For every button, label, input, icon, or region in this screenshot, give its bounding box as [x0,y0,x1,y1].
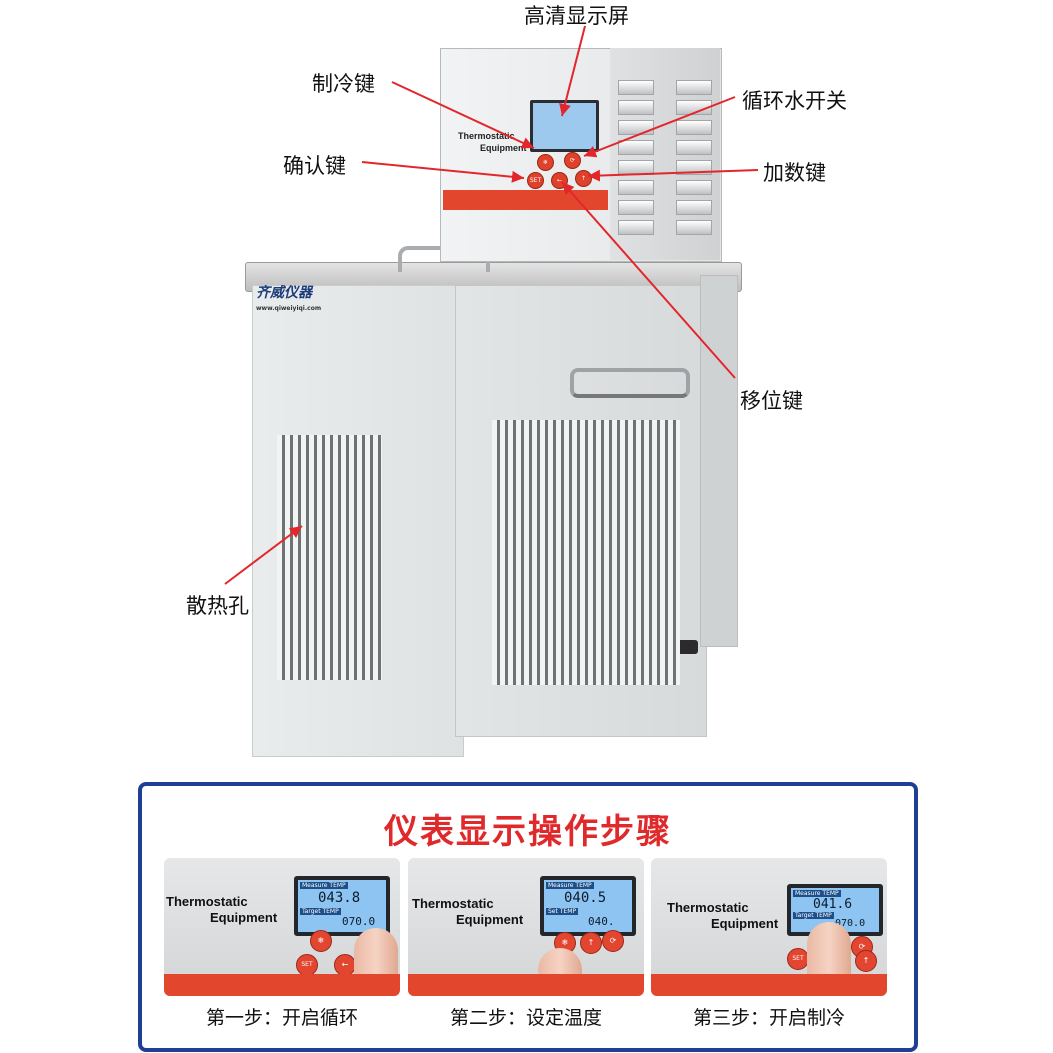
step-1-target: 070.0 [342,915,376,928]
brand-line1: Thermostatic [458,131,515,141]
step-2-brand: Thermostatic Equipment [412,896,524,927]
side-vent-grill [277,435,382,680]
callout-shift-key: 移位键 [740,389,803,413]
set-key[interactable]: SET [527,172,544,189]
step-1-photo: Thermostatic Equipment Measure TEMP 043.… [164,858,400,996]
step-1-lcd: Measure TEMP 043.8 Target TEMP 070.0 [294,876,390,936]
logo-text: 齐威仪器 [256,285,312,301]
step-2-strip [408,974,644,996]
callout-arrows [224,25,759,585]
circulation-key[interactable]: ⟳ [564,152,581,169]
callout-circulation-switch: 循环水开关 [742,89,847,113]
company-strip [443,190,608,210]
device-brand: Thermostatic Equipment [458,130,527,154]
step-2-lcd: Measure TEMP 040.5 Set TEMP 040. [540,876,636,936]
step-3-measure: 041.6 [813,897,853,912]
step-2-measure: 040.5 [564,890,607,906]
step-1-strip [164,974,400,996]
machine-right-panel [700,275,738,647]
brand-line2: Equipment [480,143,527,153]
callout-confirm-key: 确认键 [283,154,346,178]
step-3-label: 第三步：开启制冷 [692,1007,845,1029]
step-2-target: 040. [588,915,615,928]
step-3-target: 070.0 [835,918,866,929]
front-handle [570,368,690,398]
cool-key[interactable]: ❄ [537,154,554,171]
step-3-photo: Thermostatic Equipment Measure TEMP 041.… [651,858,887,996]
step-3-strip [651,974,887,996]
louvers-left [618,80,654,240]
step-2-photo: Thermostatic Equipment Measure TEMP 040.… [408,858,644,996]
louvers-right [676,80,712,240]
callout-cool-key: 制冷键 [312,72,375,96]
panel-title: 仪表显示操作步骤 [384,812,672,852]
step-1-measure: 043.8 [318,890,361,906]
step-1-brand: Thermostatic Equipment [166,894,278,925]
step-3-brand: Thermostatic Equipment [667,900,779,931]
step-1-label: 第一步：开启循环 [205,1007,358,1029]
callout-display: 高清显示屏 [524,4,629,28]
callout-increase-key: 加数键 [763,161,826,185]
front-vent-grill [492,420,680,685]
logo-url: www.qiweiyiqi.com [256,305,322,312]
step-2-label: 第二步：设定温度 [449,1007,602,1029]
callout-vents: 散热孔 [186,594,249,618]
step-3-lcd: Measure TEMP 041.6 Target TEMP 070.0 [787,884,883,936]
brand-logo: 齐威仪器 www.qiweiyiqi.com [256,285,322,325]
